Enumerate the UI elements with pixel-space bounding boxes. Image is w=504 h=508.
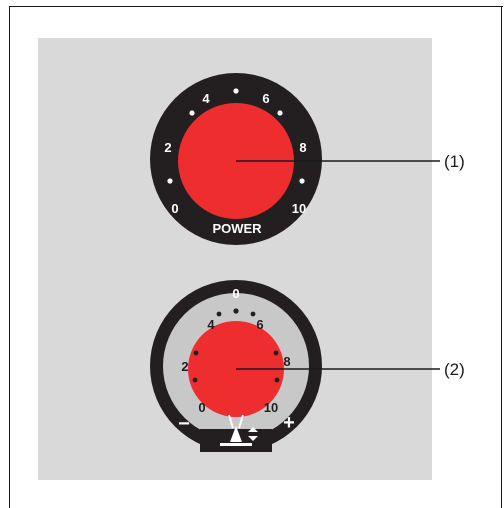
- scale-dot: [192, 377, 198, 383]
- scale-dot: [274, 377, 280, 383]
- power-scale-2: 2: [164, 140, 171, 155]
- power-scale-dots: [167, 88, 305, 184]
- scale-dot: [233, 88, 239, 94]
- power-label: POWER: [212, 221, 262, 236]
- scale-dot: [167, 178, 173, 184]
- frame-top-border: [9, 6, 503, 7]
- power-knob: 0 2 4 6 8 10 POWER: [150, 73, 440, 245]
- power-scale-6: 6: [262, 91, 269, 106]
- scale-dot: [193, 350, 199, 356]
- torch-nozzle: [228, 414, 244, 429]
- arc-length-knob: 0 2 4 6 8 10 0 − +: [150, 280, 440, 452]
- power-scale-0: 0: [171, 201, 178, 216]
- callout-2-label: (2): [444, 360, 465, 379]
- arc-scale-4: 4: [207, 317, 215, 332]
- scale-dot: [299, 178, 305, 184]
- power-scale-10: 10: [292, 201, 306, 216]
- arrow-up: [248, 427, 258, 432]
- callout-1-label: (1): [444, 152, 465, 171]
- power-scale-8: 8: [299, 140, 306, 155]
- power-scale-labels: 0 2 4 6 8 10: [164, 91, 306, 216]
- scale-dot: [273, 350, 279, 356]
- arc-scale-0: 0: [198, 400, 205, 415]
- minus-symbol: −: [178, 413, 190, 435]
- arc-cone: [230, 426, 242, 442]
- arc-scale-8: 8: [283, 354, 290, 369]
- scale-dot: [189, 110, 195, 116]
- scale-dot: [216, 311, 222, 317]
- torch-arc-length-icon: [220, 414, 258, 446]
- scale-dot: [250, 311, 256, 317]
- power-scale-4: 4: [202, 91, 210, 106]
- arc-scale-labels: 0 2 4 6 8 10: [181, 317, 290, 415]
- arrow-down: [248, 436, 258, 441]
- arc-scale-10: 10: [264, 400, 278, 415]
- arc-scale-2: 2: [181, 359, 188, 374]
- frame-left-border: [9, 6, 10, 508]
- scale-dot: [277, 110, 283, 116]
- workpiece-line: [220, 443, 252, 446]
- scale-dot: [233, 308, 239, 314]
- arc-scale-6: 6: [256, 317, 263, 332]
- arc-top-zero: 0: [232, 286, 239, 301]
- frame-right-border: [501, 6, 502, 508]
- arc-scale-dots: [192, 308, 280, 383]
- plus-symbol: +: [283, 412, 295, 434]
